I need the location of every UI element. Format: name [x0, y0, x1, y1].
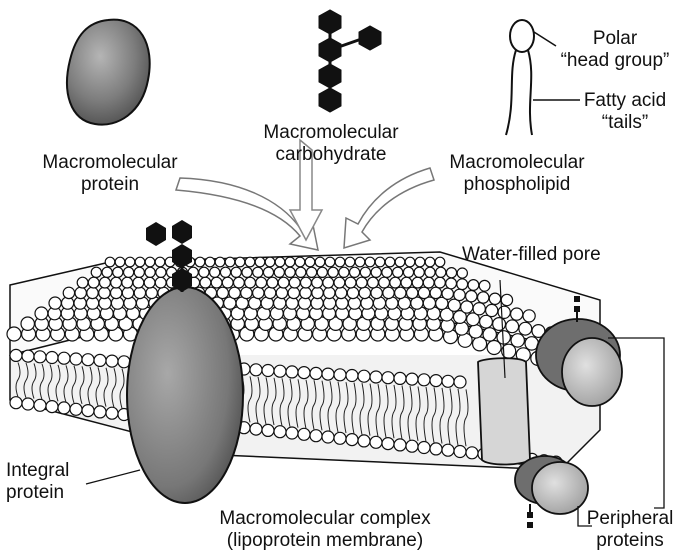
- protein-blob: [67, 20, 150, 125]
- membrane-complex-label: Macromolecular complex(lipoprotein membr…: [190, 508, 460, 552]
- carbohydrate-molecule: [319, 10, 381, 112]
- polar-head-label: Polar“head group”: [550, 28, 680, 72]
- pore-label: Water-filled pore: [462, 244, 601, 266]
- peripheral-protein-bottom: [515, 456, 588, 528]
- fatty-acid-tails-label: Fatty acid“tails”: [570, 90, 680, 134]
